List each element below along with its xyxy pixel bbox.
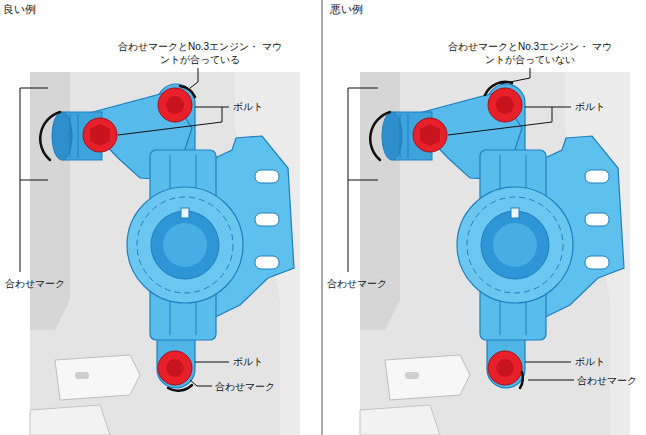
example-heading: 悪い例 xyxy=(330,3,363,16)
callout-label: 合わせマークとNo.3エンジン・ マウントが合っている xyxy=(115,40,285,66)
callout-label: ボルト xyxy=(575,100,605,113)
callout-label: 合わせマークとNo.3エンジン・ マウントが合っていない xyxy=(445,40,615,66)
callout-label: ボルト xyxy=(575,355,605,368)
callout-label: 合わせマーク xyxy=(215,380,275,393)
callout-label: ボルト xyxy=(233,355,263,368)
callout-label: ボルト xyxy=(233,100,263,113)
callout-label: 合わせマーク xyxy=(5,277,65,290)
callout-label: 合わせマーク xyxy=(577,374,637,387)
callout-label: 合わせマーク xyxy=(327,277,387,290)
example-heading: 良い例 xyxy=(3,3,36,16)
